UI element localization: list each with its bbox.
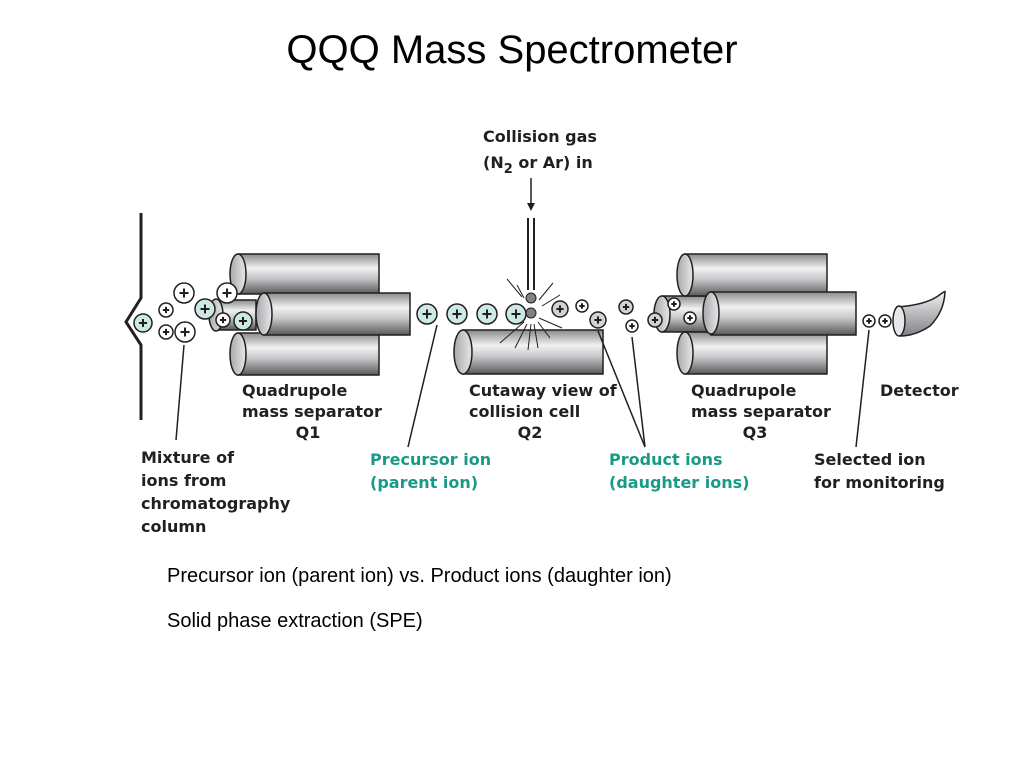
leader-precursor [407,324,438,448]
ion-marker [575,299,589,313]
precursor-ion-marker [505,303,527,325]
ion-marker [589,311,607,329]
svg-text:Q1: Q1 [296,423,321,442]
precursor-ion-marker [416,303,438,325]
leader-selected [855,329,870,448]
svg-text:Selected ion: Selected ion [814,450,926,469]
plus-icon [422,309,432,319]
precursor-ion-marker [194,298,216,320]
plus-icon [162,306,170,314]
plus-icon [594,316,602,324]
leader-product-b [631,336,646,448]
svg-text:mass separator: mass separator [242,402,382,421]
ion-marker [551,300,569,318]
svg-text:Q2: Q2 [518,423,543,442]
label-q1: Quadrupole mass separator Q1 [242,381,382,442]
svg-text:mass separator: mass separator [691,402,831,421]
label-q3: Quadrupole mass separator Q3 [691,381,831,442]
svg-text:Quadrupole: Quadrupole [242,381,347,400]
label-detector: Detector [880,381,959,400]
plus-icon [179,288,189,298]
q1-quadrupole [208,253,411,376]
q3-quadrupole [653,253,857,375]
plus-icon [511,309,521,319]
label-q2: Cutaway view of collision cell Q2 [469,381,618,442]
bullet-precursor-vs-product: Precursor ion (parent ion) vs. Product i… [167,565,672,587]
plus-icon [651,316,659,324]
gas-molecule [525,292,537,304]
ion-marker [174,321,196,343]
source-plate [124,213,143,420]
ion-marker [158,324,174,340]
label-collision-gas: Collision gas (N2 or Ar) in [483,127,597,177]
svg-text:Mixture of: Mixture of [141,448,235,467]
svg-text:Cutaway view of: Cutaway view of [469,381,618,400]
ion-marker [216,282,238,304]
ion-marker [862,314,876,328]
plus-icon [138,318,148,328]
plus-icon [579,303,585,309]
label-precursor-ion: Precursor ion (parent ion) [370,450,491,492]
plus-icon [238,316,248,326]
svg-text:Collision gas: Collision gas [483,127,597,146]
svg-text:Product ions: Product ions [609,450,723,469]
ion-group [133,282,892,343]
plus-icon [219,316,227,324]
plus-icon [622,303,630,311]
q2-collision-cell [453,218,604,375]
bullet-spe: Solid phase extraction (SPE) [167,610,423,632]
precursor-ion-marker [233,311,253,331]
svg-text:(daughter ions): (daughter ions) [609,473,749,492]
ion-marker [618,299,634,315]
svg-text:ions from: ions from [141,471,226,490]
svg-text:Quadrupole: Quadrupole [691,381,796,400]
ion-marker [215,312,231,328]
svg-text:chromatography: chromatography [141,494,291,513]
plus-icon [180,327,190,337]
gas-molecule [525,307,537,319]
svg-text:(parent ion): (parent ion) [370,473,478,492]
label-product-ions: Product ions (daughter ions) [609,450,749,492]
plus-icon [629,323,635,329]
collision-spark-lines [499,278,563,351]
precursor-ion-marker [446,303,468,325]
plus-icon [882,318,888,324]
precursor-ion-marker [476,303,498,325]
gas-inlet-arrow [527,178,535,211]
detector-horn [892,290,946,337]
plus-icon [671,301,677,307]
svg-text:column: column [141,517,206,536]
svg-text:for monitoring: for monitoring [814,473,945,492]
svg-text:Precursor ion: Precursor ion [370,450,491,469]
plus-icon [482,309,492,319]
plus-icon [200,304,210,314]
plus-icon [687,315,693,321]
ion-marker [158,302,174,318]
label-selected-ion: Selected ion for monitoring [814,450,945,492]
precursor-ion-marker [133,313,153,333]
leader-lines [175,324,870,448]
ion-marker [878,314,892,328]
label-mixture: Mixture of ions from chromatography colu… [141,448,291,536]
plus-icon [556,305,564,313]
ion-marker [173,282,195,304]
ion-marker [667,297,681,311]
svg-text:Q3: Q3 [743,423,768,442]
ion-marker [625,319,639,333]
plus-icon [222,288,232,298]
plus-icon [452,309,462,319]
plus-icon [162,328,170,336]
ion-marker [683,311,697,325]
svg-text:collision cell: collision cell [469,402,580,421]
plus-icon [866,318,872,324]
leader-product-a [597,330,646,448]
ion-marker [647,312,663,328]
leader-mixture [175,344,185,441]
svg-text:(N2 or Ar) in: (N2 or Ar) in [483,153,593,177]
slide-title: QQQ Mass Spectrometer [286,28,738,72]
